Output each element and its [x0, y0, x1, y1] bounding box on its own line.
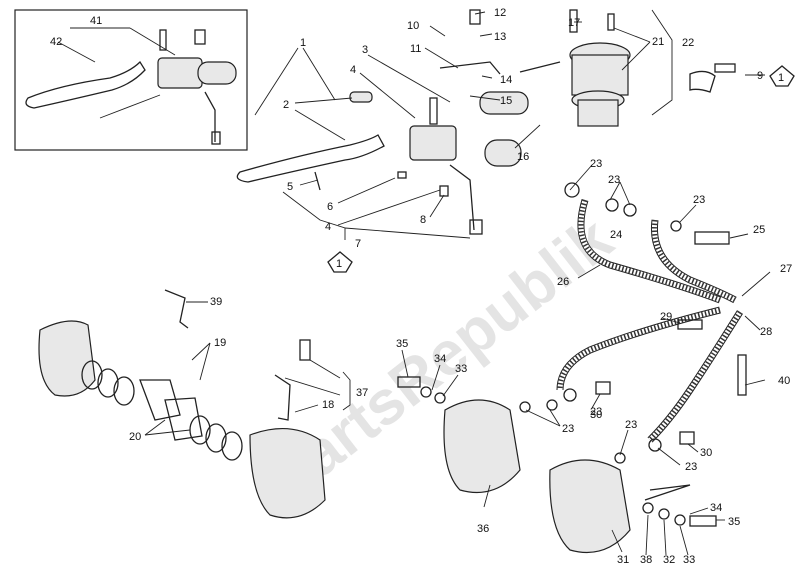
part-label: 9 — [757, 70, 763, 82]
part-label: 23 — [590, 158, 602, 170]
part-label: 40 — [778, 375, 790, 387]
part-label: 24 — [610, 229, 622, 241]
part-label: 33 — [683, 554, 695, 566]
part-label: 5 — [287, 181, 293, 193]
part-label: 38 — [640, 554, 652, 566]
part-label: 36 — [477, 523, 489, 535]
part-label: 20 — [129, 431, 141, 443]
part-label: 25 — [753, 224, 765, 236]
part-label: 28 — [760, 326, 772, 338]
inset-frame — [14, 9, 248, 151]
part-label: 6 — [327, 201, 333, 213]
part-label: 30 — [590, 409, 602, 421]
part-label: 23 — [685, 461, 697, 473]
part-label: 10 — [407, 20, 419, 32]
part-label: 34 — [710, 502, 722, 514]
calipers — [38, 320, 691, 554]
part-label: 4 — [350, 64, 356, 76]
part-label: 32 — [663, 554, 675, 566]
master-cylinder — [439, 9, 736, 127]
part-label: 27 — [780, 263, 792, 275]
part-label: 14 — [500, 74, 512, 86]
part-label: 22 — [682, 37, 694, 49]
part-label: 35 — [728, 516, 740, 528]
part-label: 18 — [322, 399, 334, 411]
part-label: 11 — [410, 43, 421, 55]
part-label: 30 — [700, 447, 712, 459]
part-label: 8 — [420, 214, 426, 226]
part-label: 21 — [652, 36, 664, 48]
part-label: 23 — [590, 406, 602, 418]
part-label: 29 — [660, 311, 672, 323]
fittings — [164, 182, 747, 527]
leader-lines — [57, 9, 771, 556]
triangle-marks: 1 1 — [327, 65, 795, 273]
lever-assembly — [236, 91, 522, 235]
part-label: 34 — [434, 353, 446, 365]
part-label: 31 — [617, 554, 629, 566]
part-label: 4 — [325, 221, 331, 233]
part-label: 2 — [283, 99, 289, 111]
part-label: 23 — [562, 423, 574, 435]
part-label: 19 — [214, 337, 226, 349]
part-label: 35 — [396, 338, 408, 350]
part-label: 26 — [557, 276, 569, 288]
part-label: 39 — [210, 296, 222, 308]
part-label: 37 — [356, 387, 368, 399]
part-label: 23 — [625, 419, 637, 431]
part-labels: 1 2 3 4 4 5 6 7 8 9 10 11 12 13 14 15 16… — [50, 7, 792, 566]
inset-lever-assembly — [25, 29, 237, 145]
part-label: 33 — [455, 363, 467, 375]
part-label: 41 — [90, 15, 102, 27]
part-label: 1 — [300, 37, 306, 49]
part-label: 15 — [500, 95, 512, 107]
triangle-mark-2: 1 — [778, 72, 784, 84]
part-label: 13 — [494, 31, 506, 43]
part-label: 23 — [693, 194, 705, 206]
part-label: 7 — [355, 238, 361, 250]
part-label: 17 — [568, 17, 580, 29]
part-label: 23 — [608, 174, 620, 186]
triangle-mark-1: 1 — [336, 258, 342, 270]
part-label: 16 — [517, 151, 529, 163]
part-label: 42 — [50, 36, 62, 48]
part-label: 3 — [362, 44, 368, 56]
part-label: 12 — [494, 7, 506, 19]
